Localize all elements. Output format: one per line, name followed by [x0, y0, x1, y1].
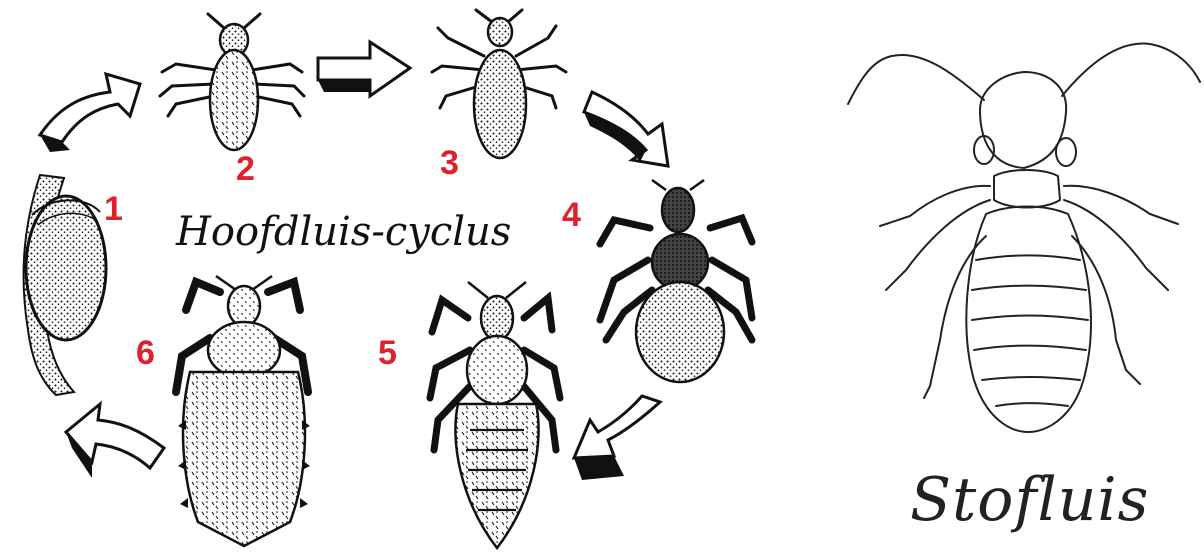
- louse-nymph-icon: [432, 10, 566, 158]
- curved-arrow-icon: [40, 74, 140, 152]
- curved-arrow-icon: [584, 92, 668, 166]
- curved-arrow-icon: [318, 42, 410, 96]
- stage-number-4: 4: [562, 198, 581, 232]
- louse-nymph-icon: [160, 14, 304, 150]
- stage-number-6: 6: [136, 336, 155, 370]
- louse-nymph-icon: [600, 180, 752, 382]
- louse-egg-nit-icon: [26, 196, 106, 340]
- stage-number-2: 2: [236, 152, 255, 186]
- cycle-title: Hoofdluis-cyclus: [176, 212, 511, 252]
- stage-number-5: 5: [378, 336, 397, 370]
- curved-arrow-icon: [574, 396, 660, 480]
- adult-louse-icon: [176, 276, 310, 546]
- curved-arrow-icon: [66, 404, 164, 478]
- booklouse-icon: [848, 44, 1200, 432]
- stage-number-1: 1: [104, 192, 123, 226]
- booklouse-label: Stofluis: [910, 470, 1149, 530]
- stage-number-3: 3: [440, 146, 459, 180]
- adult-louse-icon: [430, 282, 560, 548]
